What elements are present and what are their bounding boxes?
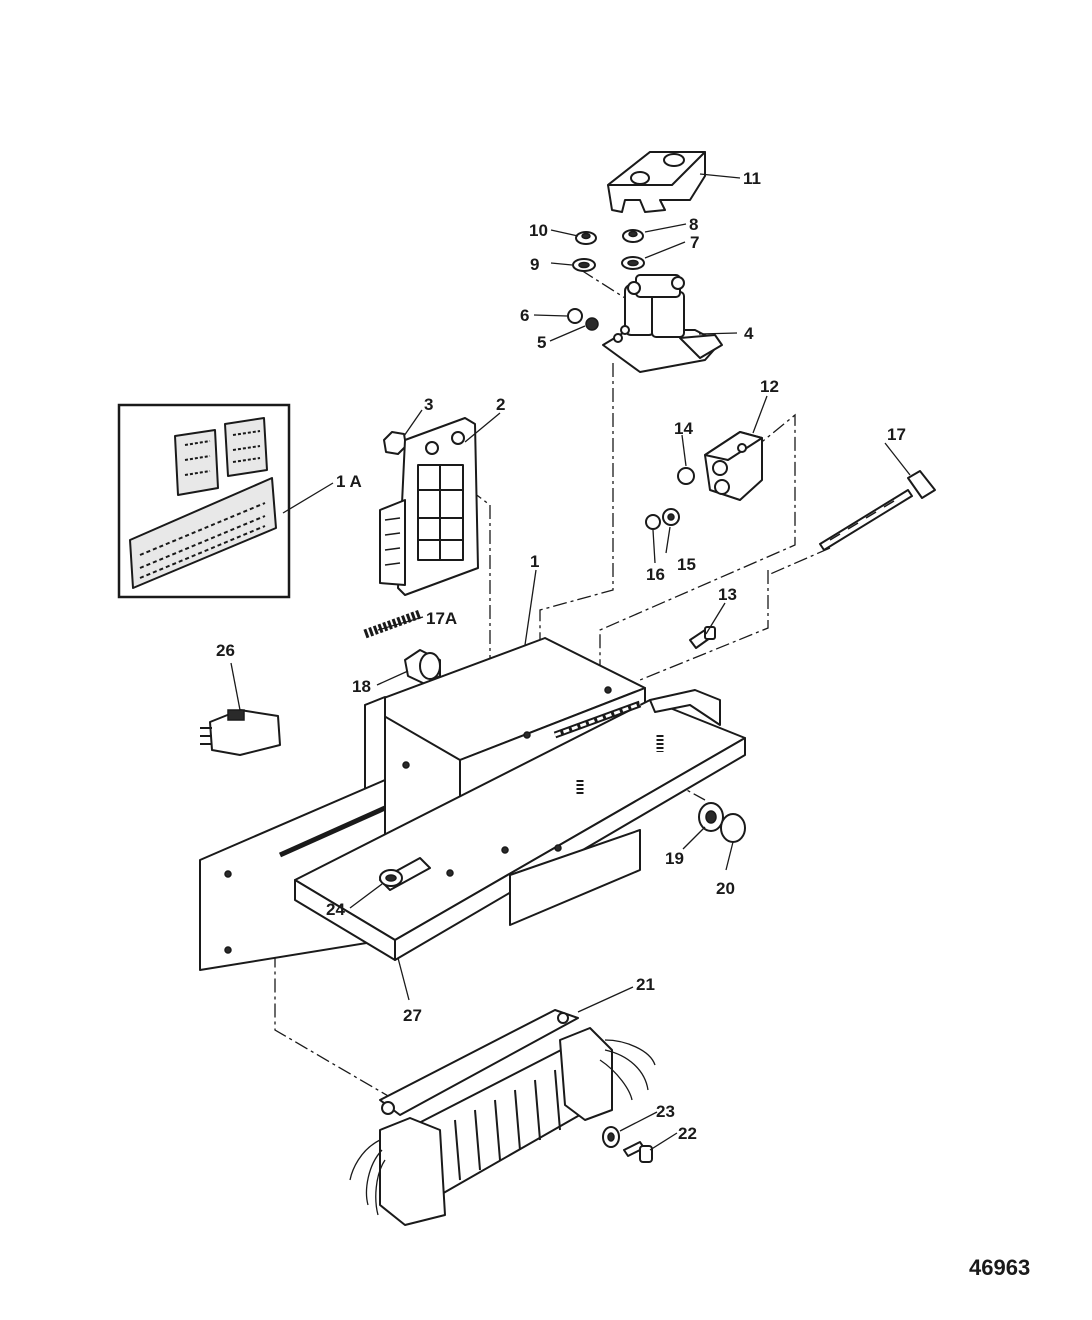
- part-14-nut: [677, 467, 695, 485]
- part-27-tray: [294, 689, 746, 961]
- springs: [576, 735, 664, 795]
- callout-2: 2: [496, 395, 505, 414]
- callout-27: 27: [403, 1006, 422, 1025]
- callout-9: 9: [530, 255, 539, 274]
- part-6-nut: [567, 308, 583, 324]
- callout-24: 24: [326, 900, 345, 919]
- callout-15: 15: [677, 555, 696, 574]
- leader-lines: [230, 173, 911, 1151]
- callout-12: 12: [760, 377, 779, 396]
- part-8-nut: [622, 229, 644, 243]
- callout-16: 16: [646, 565, 665, 584]
- callout-20: 20: [716, 879, 735, 898]
- part-10-nut: [575, 231, 597, 245]
- part-9-washer: [572, 258, 596, 272]
- callout-22: 22: [678, 1124, 697, 1143]
- part-2-regulator-plate: [379, 417, 479, 596]
- part-7-washer: [621, 256, 645, 270]
- part-4-solenoid: [602, 274, 723, 373]
- callout-26: 26: [216, 641, 235, 660]
- callout-13: 13: [718, 585, 737, 604]
- callout-5: 5: [537, 333, 546, 352]
- callout-6: 6: [520, 306, 529, 325]
- part-18-spacer: [404, 649, 441, 685]
- part-21-voltage-regulator: [349, 1009, 656, 1226]
- callout-8: 8: [689, 215, 698, 234]
- callout-3: 3: [424, 395, 433, 414]
- callout-19: 19: [665, 849, 684, 868]
- part-13-screw: [689, 626, 716, 649]
- callout-18: 18: [352, 677, 371, 696]
- callout-23: 23: [656, 1102, 675, 1121]
- part-5-washer: [585, 317, 599, 331]
- part-23-washer: [602, 1126, 620, 1148]
- callout-4: 4: [744, 324, 754, 343]
- part-1a-decal-set: [117, 403, 291, 599]
- part-15-washer: [662, 508, 680, 526]
- part-26-plug-connector: [200, 709, 281, 756]
- callout-labels: 11 10 8 9 7 6 5 4 12 14 17 3 2 1 A 16 15…: [216, 169, 906, 1143]
- part-11-bracket-cover: [607, 151, 706, 213]
- part-16-nut: [645, 514, 661, 530]
- callout-7: 7: [690, 233, 699, 252]
- part-12-connector-block: [704, 431, 763, 501]
- part-24-grommet: [379, 869, 403, 887]
- part-17a-spring: [363, 609, 422, 639]
- callout-17a: 17A: [426, 609, 457, 628]
- part-22-bolt: [623, 1141, 653, 1163]
- callout-21: 21: [636, 975, 655, 994]
- callout-11: 11: [743, 169, 761, 188]
- figure-number: 46963: [969, 1255, 1030, 1280]
- part-17-long-bolt: [819, 470, 936, 551]
- part-20-nut: [720, 813, 746, 843]
- part-3-nut: [383, 431, 407, 455]
- callout-1a: 1 A: [336, 472, 362, 491]
- callout-10: 10: [529, 221, 548, 240]
- callout-14: 14: [674, 419, 693, 438]
- callout-1: 1: [530, 552, 539, 571]
- part-19-washer: [698, 802, 724, 832]
- callout-17: 17: [887, 425, 906, 444]
